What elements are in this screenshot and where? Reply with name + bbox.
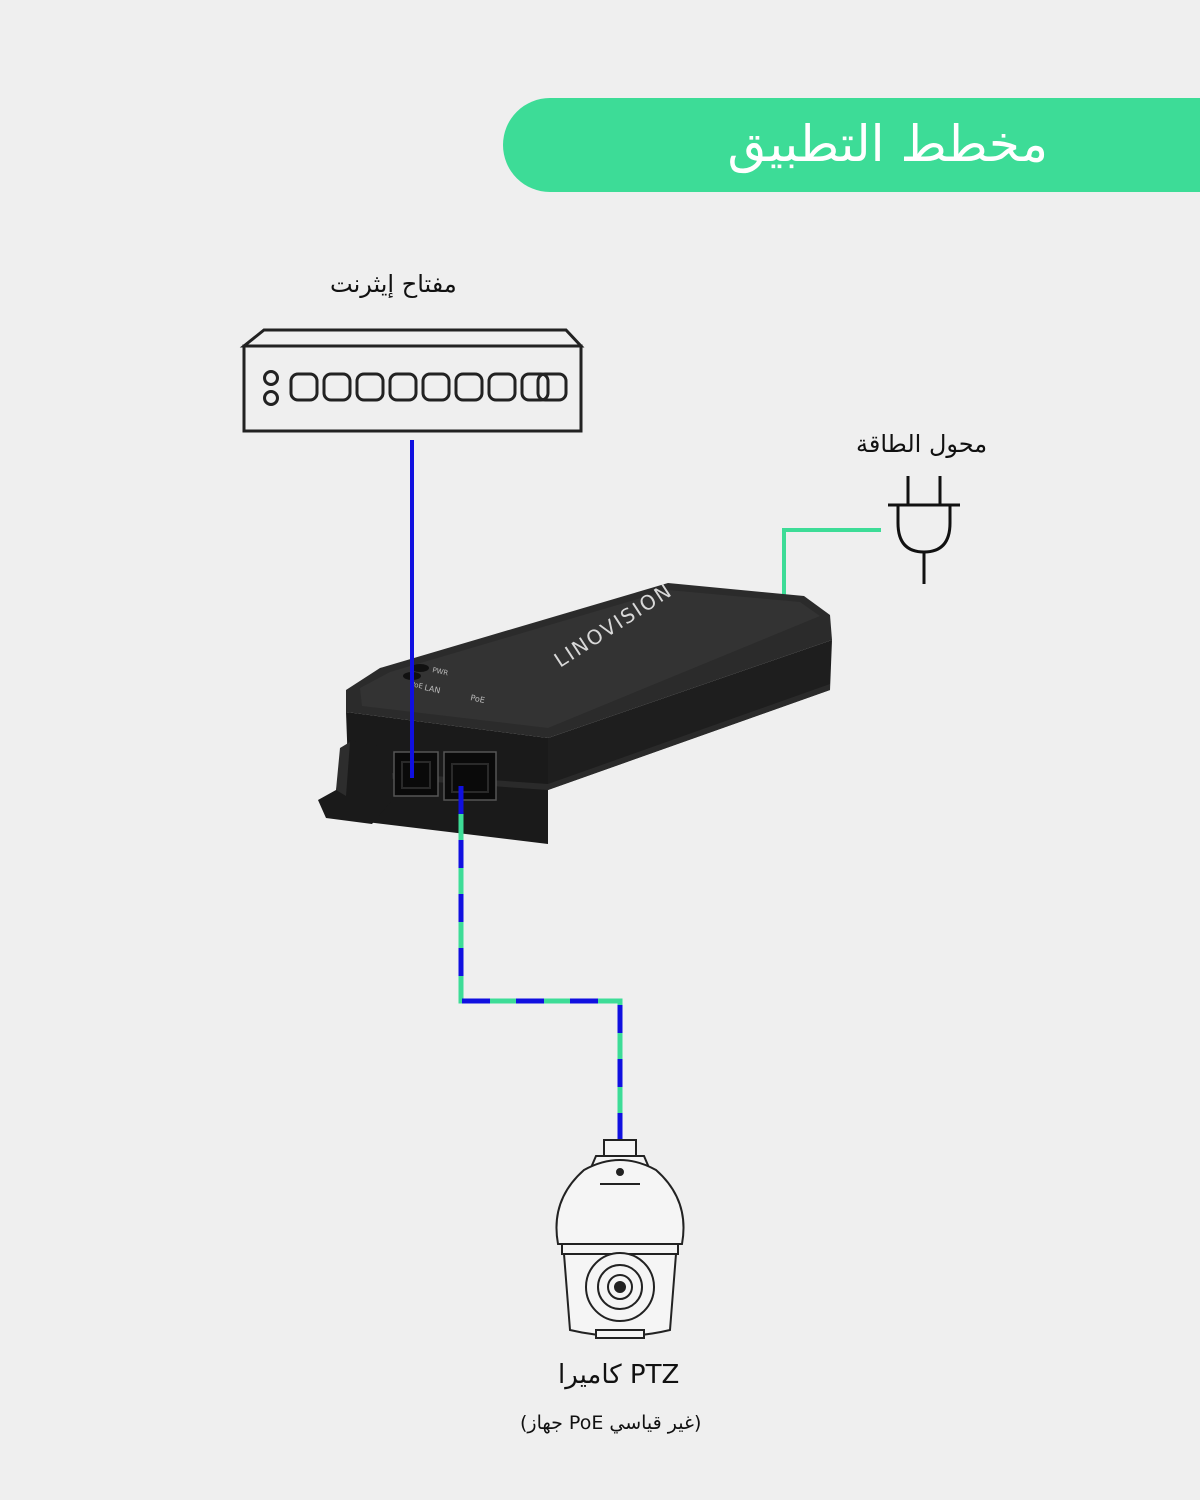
power-cable <box>782 528 881 596</box>
ethernet-switch-icon <box>239 328 585 433</box>
camera-note-label: (جهاز PoE غير قياسي) <box>520 1412 702 1434</box>
title-banner: مخطط التطبيق <box>503 98 1200 192</box>
power-adapter-label: محول الطاقة <box>856 430 988 458</box>
power-plug-icon <box>888 476 960 584</box>
poe-injector-device: LINOVISION LAN PoE PWR PoE <box>318 578 832 844</box>
camera-label: كاميرا PTZ <box>558 1360 680 1390</box>
port-poe-label: PoE <box>470 693 486 705</box>
ptz-camera-icon <box>555 1139 685 1339</box>
switch-label: مفتاح إيثرنت <box>330 270 457 298</box>
port-lan-label: LAN <box>424 683 442 695</box>
poe-cable <box>458 786 623 1140</box>
led-power-label: PWR <box>432 666 449 677</box>
led-poe-label: PoE <box>410 680 424 690</box>
page-title: مخطط التطبيق <box>727 115 1048 173</box>
